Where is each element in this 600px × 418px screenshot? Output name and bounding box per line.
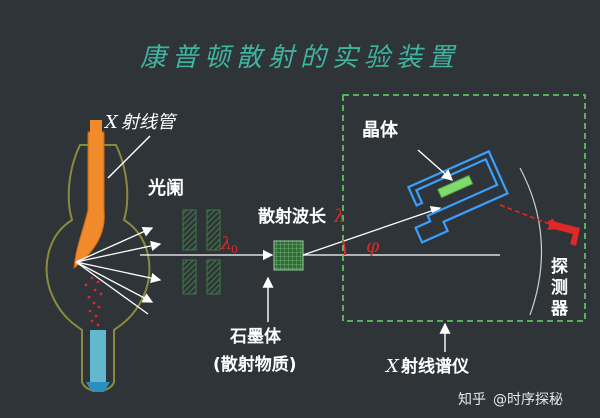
anode-cap	[90, 120, 102, 134]
emitted-rays	[75, 226, 162, 315]
detector-track-arc	[519, 167, 543, 316]
crystal-label: 晶体	[362, 119, 399, 141]
detector-label-char-2: 测	[551, 277, 568, 298]
detector	[548, 220, 580, 246]
scattered-wavelength-symbol: λ	[333, 206, 345, 227]
electron-beam	[84, 276, 103, 327]
crystal-label-pointer	[417, 149, 454, 181]
graphite-label: 石墨体	[229, 326, 282, 347]
spectrometer-box	[342, 94, 586, 322]
aperture-plate-bottom-right	[206, 259, 221, 295]
diffracted-beam	[499, 204, 562, 230]
xray-tube-label: 射线管	[121, 112, 178, 133]
aperture-plates	[182, 209, 221, 295]
spectrometer-label-prefix: X	[384, 356, 400, 377]
scattering-angle-arc	[342, 240, 347, 256]
aperture-plate-bottom-left	[182, 259, 197, 295]
cathode-tip	[86, 382, 110, 392]
tube-label-pointer	[107, 135, 151, 179]
graphite-block	[273, 240, 304, 271]
crystal-frame	[406, 149, 509, 244]
scattered-beam	[302, 206, 442, 256]
cathode-stem	[90, 330, 106, 382]
scattering-angle-symbol: φ	[366, 235, 380, 257]
anode	[73, 131, 105, 270]
graphite-sublabel: (散射物质)	[213, 354, 297, 375]
aperture-plate-top-right	[206, 209, 221, 251]
aperture-plate-top-left	[182, 209, 197, 251]
spectrometer-label: 射线谱仪	[400, 356, 470, 377]
detector-label-char-3: 器	[550, 299, 569, 319]
scattered-wavelength-label: 散射波长	[258, 206, 327, 227]
diagram-title: 康普顿散射的实验装置	[140, 43, 460, 73]
watermark: 知乎 @时序探秘	[458, 391, 563, 408]
crystal	[437, 174, 474, 199]
incident-wavelength-symbol: λ	[220, 234, 232, 254]
incident-wavelength-subscript: 0	[231, 243, 238, 256]
crystal-holder	[406, 149, 509, 244]
detector-label-char-1: 探	[551, 256, 568, 277]
xray-tube-label-prefix: X	[103, 112, 119, 133]
watermark-account: @时序探秘	[493, 392, 563, 408]
aperture-label: 光阑	[147, 177, 184, 199]
watermark-site: 知乎	[458, 391, 486, 408]
xray-tube	[45, 120, 151, 392]
